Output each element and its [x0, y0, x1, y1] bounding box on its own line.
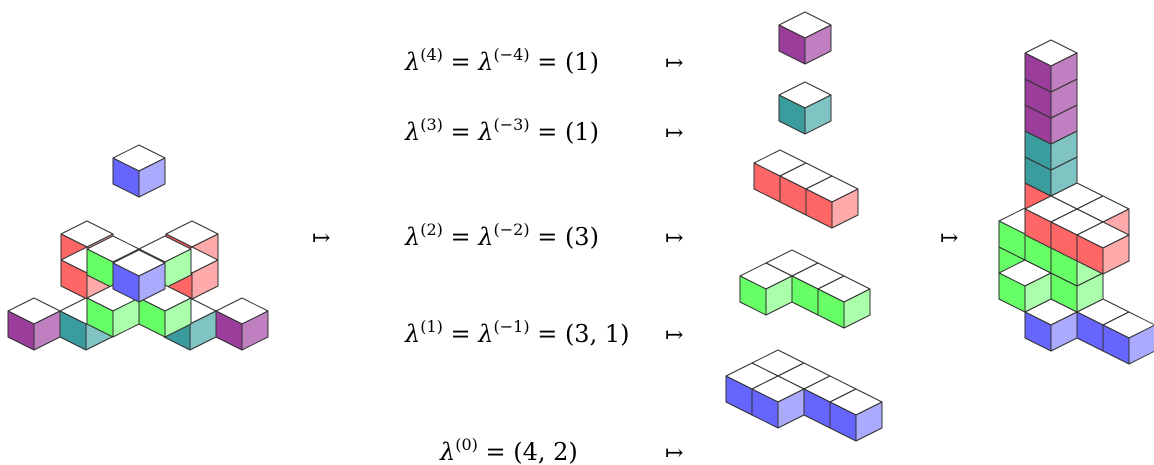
- equation-lambda-0: λ(0) = (4, 2): [439, 435, 578, 465]
- mapsto-arrow-lambda-0: ↦: [665, 441, 683, 465]
- left-cube-7-right-face: [191, 259, 219, 300]
- slice-red-cube-2-right-face: [831, 188, 859, 229]
- mapsto-arrow-left: ↦: [312, 226, 330, 251]
- equation-lambda-3: λ(3) = λ(−3) = (1): [404, 115, 599, 146]
- stacked-partition-figure: [998, 39, 1154, 365]
- left-cube-3-right-face: [241, 310, 269, 351]
- stack-blue-cube-5-right-face: [1050, 311, 1078, 352]
- stack-blue-cube-4-right-face: [1128, 324, 1154, 365]
- equation-lambda-4: λ(4) = λ(−4) = (1): [404, 45, 599, 76]
- mapsto-arrow-lambda-1: ↦: [665, 323, 683, 348]
- equation-column: λ(4) = λ(−4) = (1) ↦ λ(3) = λ(−3) = (1) ↦ λ(…: [404, 45, 683, 465]
- slice-teal-cube-right-face: [804, 94, 832, 135]
- mapsto-arrow-lambda-3: ↦: [665, 121, 683, 146]
- equation-lambda-2: λ(2) = λ(−2) = (3): [404, 220, 599, 251]
- stack-red-low-2-right-face: [1102, 234, 1130, 275]
- stack-purple-cube-2-right-face: [1050, 52, 1078, 93]
- plane-partition-figure: [7, 144, 269, 351]
- mapsto-arrow-right: ↦: [940, 226, 958, 251]
- partition-slices: [725, 11, 883, 442]
- mapsto-arrow-lambda-2: ↦: [665, 226, 683, 251]
- slice-blue-cube-5-right-face: [777, 388, 805, 429]
- slice-green-cube-3-right-face: [843, 288, 871, 329]
- left-cube-12-right-face: [138, 157, 166, 198]
- stack-green-cube-3-right-face: [1024, 272, 1052, 313]
- left-cube-11-right-face: [164, 297, 192, 338]
- equation-lambda-1: λ(1) = λ(−1) = (3, 1): [404, 317, 629, 348]
- mapsto-arrow-lambda-4: ↦: [665, 51, 683, 76]
- left-cube-13-right-face: [138, 262, 166, 303]
- slice-blue-cube-4-right-face: [855, 401, 883, 442]
- slice-purple-cube-right-face: [804, 24, 832, 65]
